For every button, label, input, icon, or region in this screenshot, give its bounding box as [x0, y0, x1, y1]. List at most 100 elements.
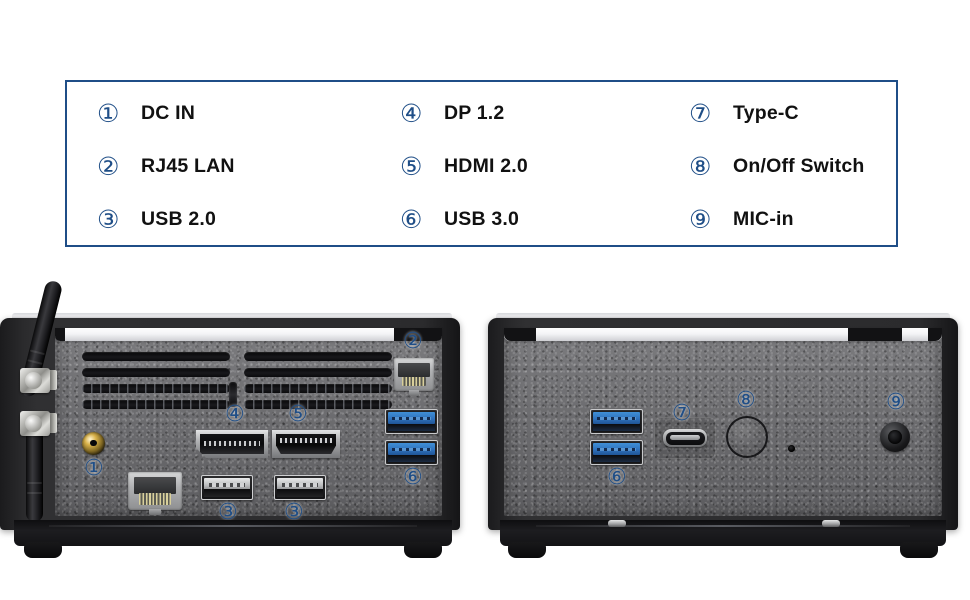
- legend-label: HDMI 2.0: [444, 154, 528, 177]
- top-notch-left: [504, 328, 536, 341]
- vent-slot: [244, 400, 392, 409]
- vent-slot: [82, 352, 230, 361]
- rj45-mouth: [133, 477, 177, 495]
- usb2-white-insert: [277, 478, 323, 490]
- callout-hdmi: ⑤: [288, 402, 308, 427]
- antenna-rod: [26, 418, 43, 522]
- top-notch-left: [55, 328, 65, 341]
- legend-label: Type-C: [733, 101, 799, 124]
- antenna-sma-connector: [20, 411, 50, 436]
- chassis-top-edge: [496, 313, 950, 322]
- legend-item-8: ⑧ On/Off Switch: [689, 149, 865, 183]
- legend-label: USB 3.0: [444, 207, 520, 230]
- top-notch-right: [928, 328, 942, 341]
- legend-number-icon: ⑥: [400, 204, 423, 234]
- power-button[interactable]: [726, 416, 768, 458]
- port-legend: ① DC IN ② RJ45 LAN ③ USB 2.0 ④ DP 1.2 ⑤ …: [65, 80, 898, 247]
- antenna-segment-line: [29, 349, 45, 356]
- legend-item-2: ② RJ45 LAN: [97, 149, 235, 183]
- callout-rj45-lan: ②: [403, 329, 423, 354]
- type-c-tongue: [670, 435, 700, 441]
- legend-column-2: ④ DP 1.2 ⑤ HDMI 2.0 ⑥ USB 3.0: [400, 82, 675, 245]
- legend-item-9: ⑨ MIC-in: [689, 202, 794, 236]
- legend-number-icon: ④: [400, 98, 423, 128]
- legend-label: USB 2.0: [141, 207, 217, 230]
- usb3-cavity: [593, 454, 640, 462]
- legend-item-3: ③ USB 2.0: [97, 202, 216, 236]
- top-notch-right: [394, 328, 442, 341]
- hdmi-mouth: [276, 434, 336, 454]
- rubber-foot-right: [404, 542, 442, 558]
- legend-number-icon: ②: [97, 151, 120, 181]
- legend-item-4: ④ DP 1.2: [400, 96, 504, 130]
- port-dc-in: [82, 432, 105, 455]
- port-usb-2-0-left: [201, 475, 253, 500]
- usb3-blue-insert: [593, 443, 640, 455]
- port-usb-3-0-lower: [590, 440, 643, 465]
- reset-pinhole[interactable]: [788, 445, 795, 452]
- legend-label: MIC-in: [733, 207, 794, 230]
- antenna-sma-connector: [20, 368, 50, 393]
- port-usb-3-0-upper: [385, 409, 438, 434]
- rj45-latch: [148, 509, 162, 515]
- callout-dc-in: ①: [84, 456, 104, 481]
- legend-label: RJ45 LAN: [141, 154, 235, 177]
- rubber-foot-right: [900, 542, 938, 558]
- rj45-latch: [409, 390, 419, 396]
- port-rj45-lan: [394, 358, 434, 396]
- callout-usb-2-0-left: ③: [218, 500, 238, 525]
- usb2-cavity: [277, 489, 323, 497]
- callout-type-c: ⑦: [672, 401, 692, 426]
- legend-number-icon: ⑧: [689, 151, 712, 181]
- usb3-blue-insert: [593, 412, 640, 424]
- vent-slot: [82, 384, 230, 393]
- rubber-foot-left: [24, 542, 62, 558]
- vent-slot: [82, 368, 230, 377]
- usb3-blue-insert: [388, 412, 435, 424]
- callout-power-button: ⑧: [736, 388, 756, 413]
- top-highlight-strip: [55, 328, 442, 341]
- legend-number-icon: ⑤: [400, 151, 423, 181]
- vent-slot: [244, 368, 392, 377]
- legend-number-icon: ③: [97, 204, 120, 234]
- device-front-panel: ⑥ ⑦ ⑧ ⑨: [488, 310, 958, 560]
- port-usb-3-0-upper: [590, 409, 643, 434]
- front-panel-surface: [504, 328, 942, 516]
- legend-number-icon: ①: [97, 98, 120, 128]
- usb3-cavity: [593, 423, 640, 431]
- port-usb-2-0-right: [274, 475, 326, 500]
- rubber-foot-left: [508, 542, 546, 558]
- vent-divider: [229, 382, 237, 407]
- port-hdmi: [272, 430, 340, 458]
- usb2-white-insert: [204, 478, 250, 490]
- port-type-c: [663, 429, 707, 447]
- legend-item-1: ① DC IN: [97, 96, 195, 130]
- antenna-segment-line: [27, 359, 43, 365]
- base-screw-left: [608, 520, 626, 527]
- base-seam: [535, 525, 911, 527]
- device-rear-panel: ① ② ④ ⑤ ⑥: [0, 279, 460, 560]
- rj45-mouth: [398, 362, 430, 378]
- callout-usb-3-0: ⑥: [607, 465, 627, 490]
- usb2-cavity: [204, 489, 250, 497]
- port-displayport: [196, 430, 268, 458]
- callout-displayport: ④: [225, 402, 245, 427]
- port-mic-in: [880, 422, 910, 452]
- legend-item-6: ⑥ USB 3.0: [400, 202, 519, 236]
- vent-slot: [244, 384, 392, 393]
- base-seam: [49, 525, 417, 527]
- type-c-mouth: [665, 431, 705, 445]
- legend-number-icon: ⑦: [689, 98, 712, 128]
- callout-usb-2-0-right: ③: [284, 500, 304, 525]
- chassis-base: [14, 520, 452, 546]
- legend-item-7: ⑦ Type-C: [689, 96, 799, 130]
- legend-label: DC IN: [141, 101, 196, 124]
- top-notch-mid: [848, 328, 902, 341]
- rj45-pins: [402, 376, 426, 387]
- port-usb-3-0-lower: [385, 440, 438, 465]
- callout-usb-3-0: ⑥: [403, 465, 423, 490]
- base-screw-right: [822, 520, 840, 527]
- usb3-cavity: [388, 423, 435, 431]
- antenna-segment-line: [27, 492, 42, 494]
